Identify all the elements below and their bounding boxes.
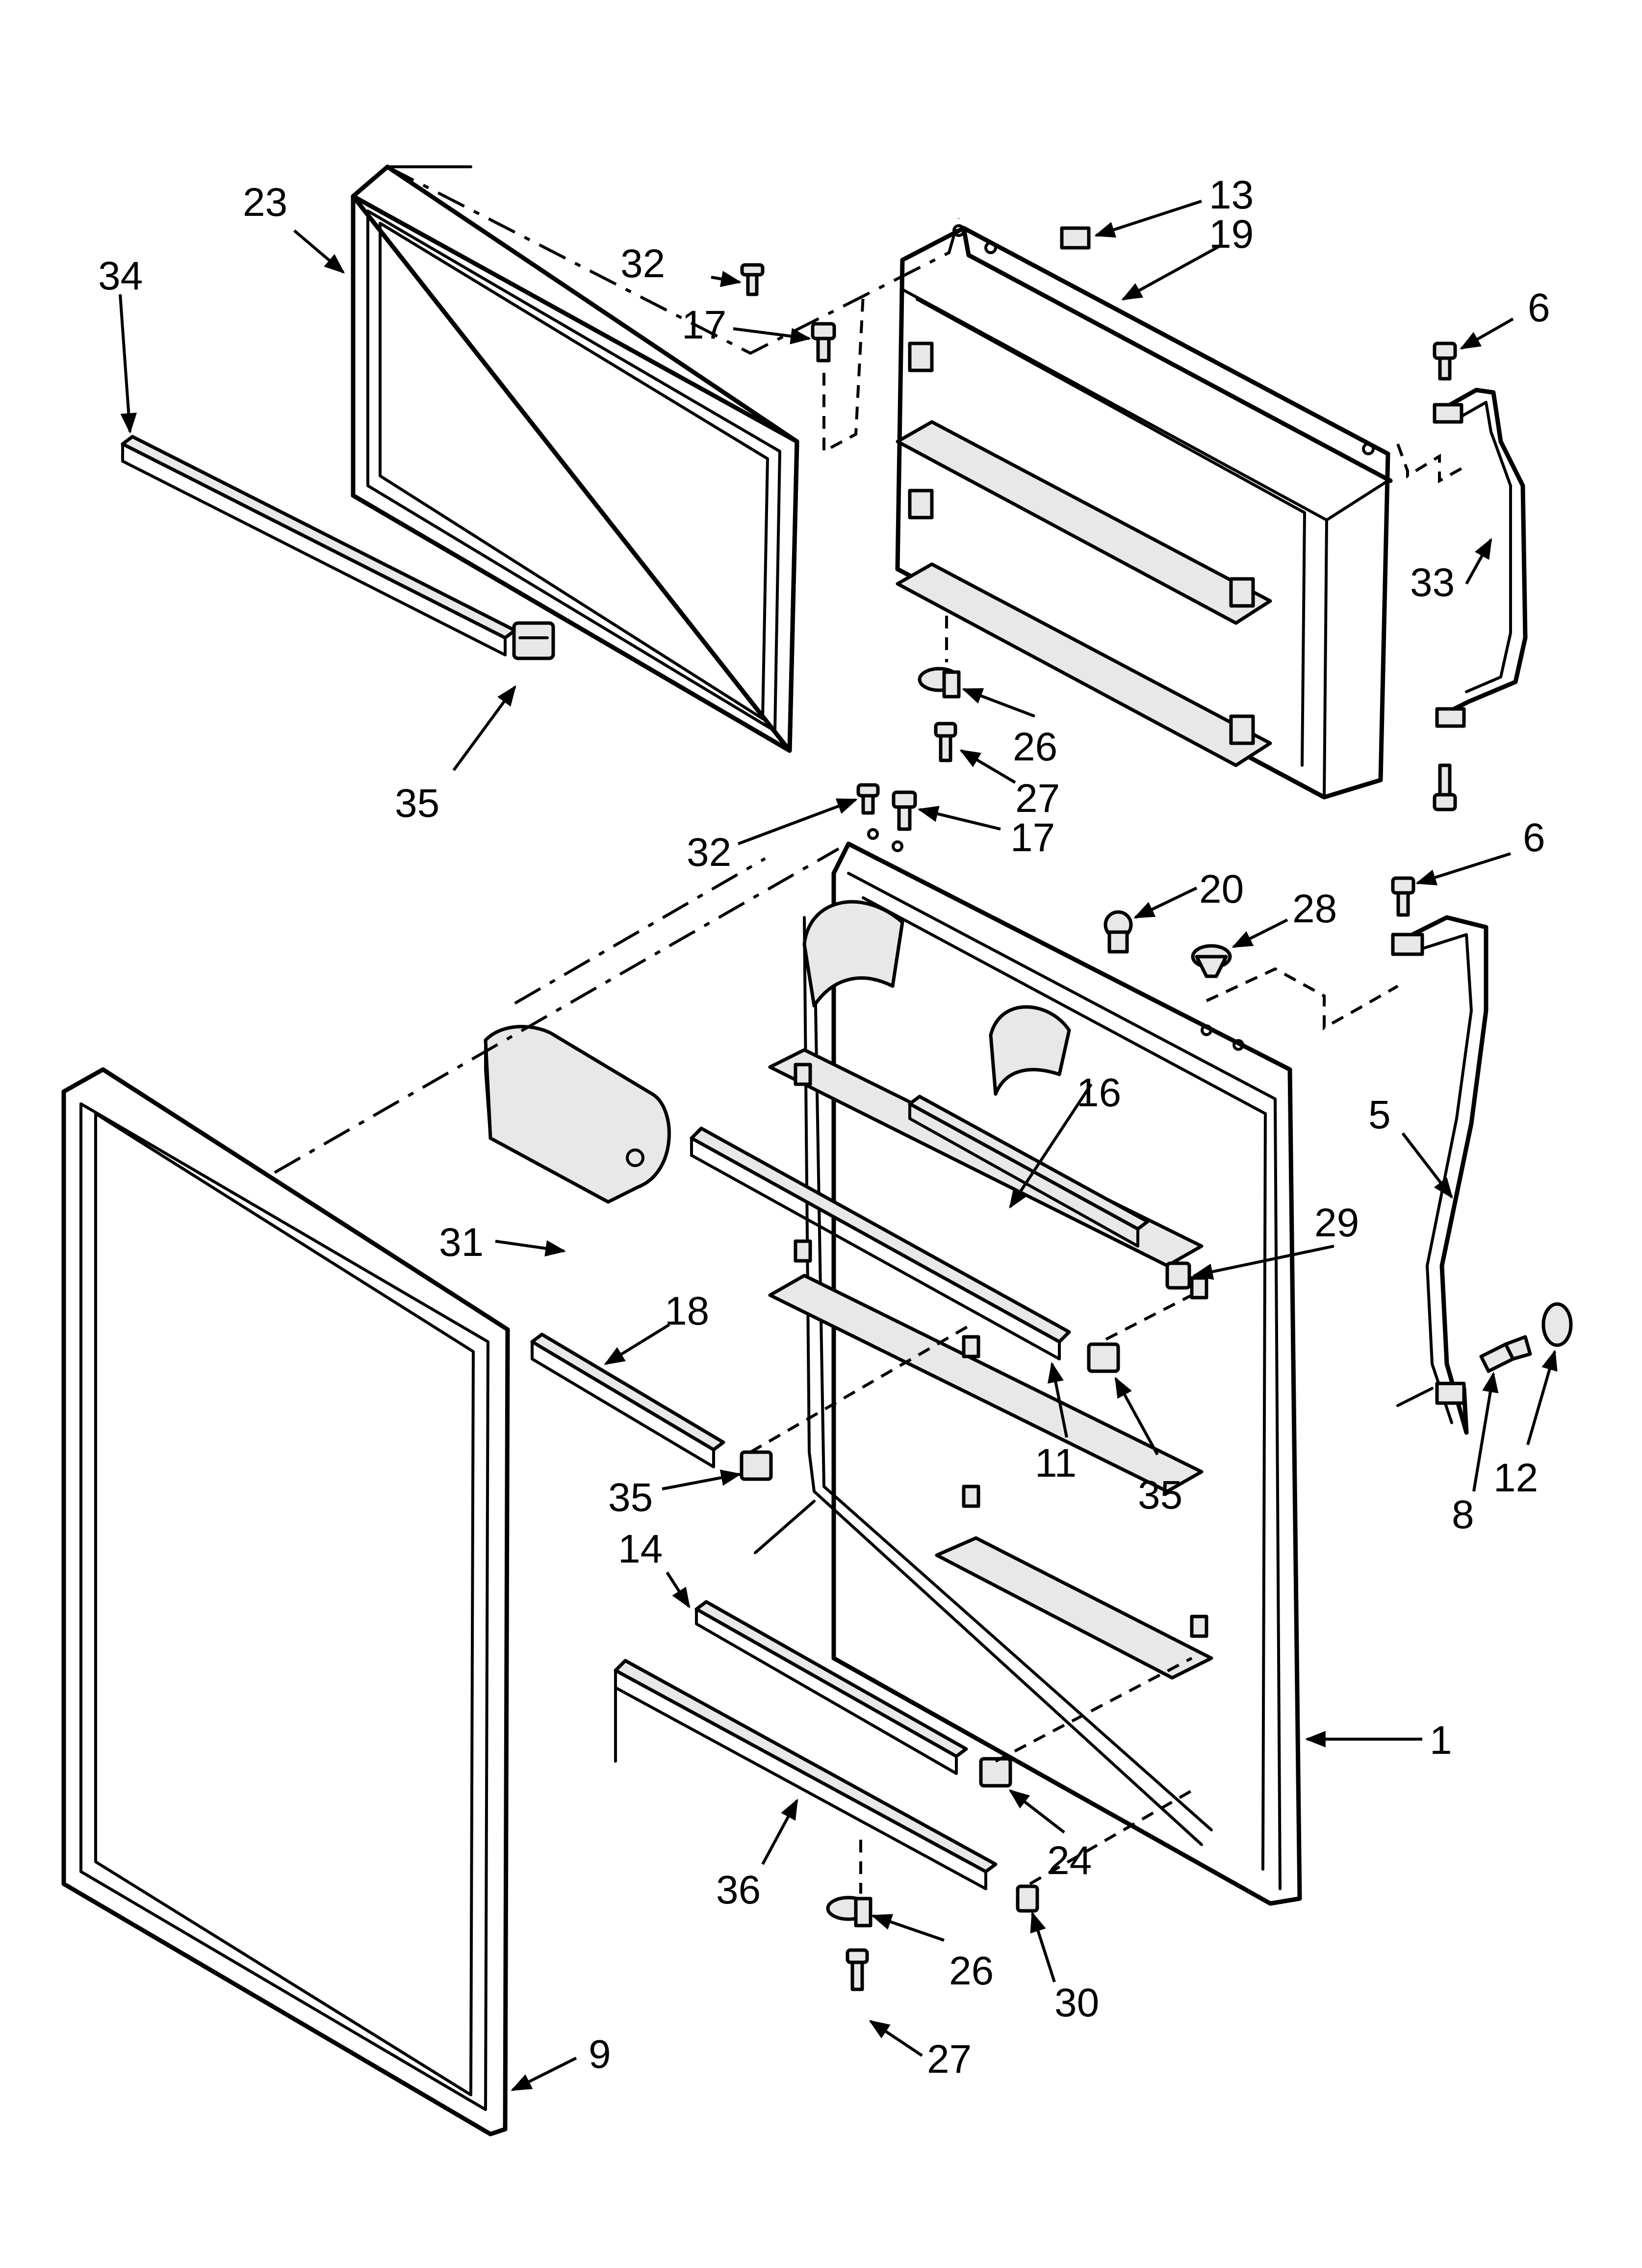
callout-32-mid: 32: [687, 830, 731, 875]
handle-screw-8: [1479, 1335, 1532, 1373]
dairy-compartment: [484, 1025, 671, 1204]
callout-12: 12: [1493, 1456, 1538, 1500]
shelf-end-clip-29: [1165, 1261, 1191, 1290]
handle-mount-screw-top: [1391, 876, 1415, 917]
callout-27-bottom: 27: [927, 2037, 972, 2082]
callout-leaders: [119, 200, 1558, 2091]
bottom-hinge-screw: [846, 1948, 869, 1991]
fresh-food-door-gasket: [61, 1067, 510, 2137]
callout-32-top: 32: [620, 241, 665, 286]
door-shelf-trim-top: [908, 1095, 1150, 1248]
fresh-food-door-liner: [768, 828, 1302, 1906]
freezer-label: [1060, 226, 1091, 250]
callout-17-mid: 17: [1010, 815, 1055, 860]
shelf-clip-right: [1087, 1342, 1120, 1373]
callout-16: 16: [1077, 1070, 1121, 1115]
freezer-door-liner: [895, 224, 1393, 800]
plug-20: [1103, 910, 1133, 954]
callout-23: 23: [243, 180, 287, 225]
shelf-clip-freezer: [512, 621, 555, 660]
handle-cap-12: [1541, 1302, 1573, 1347]
callout-35-freezer: 35: [395, 781, 439, 826]
freezer-door-handle: [1433, 388, 1528, 728]
callout-6-mid: 6: [1523, 815, 1545, 860]
callout-29: 29: [1314, 1200, 1359, 1245]
freezer-bottom-hinge: [918, 667, 961, 699]
fresh-food-screw-top: [892, 790, 917, 831]
callout-26-top: 26: [1013, 725, 1057, 769]
callout-9: 9: [589, 2032, 611, 2077]
handle-screw-top: [1433, 341, 1457, 381]
handle-screw-bottom: [1433, 763, 1457, 811]
freezer-screw-top: [811, 322, 836, 363]
freezer-assembly-lines: [386, 165, 1462, 662]
callout-35-left: 35: [608, 1475, 653, 1520]
callout-19: 19: [1209, 212, 1254, 257]
callout-18: 18: [665, 1289, 709, 1333]
freezer-shelf-trim: [121, 435, 517, 656]
freezer-bottom-screw: [934, 722, 957, 762]
shelf-end-clip-30: [1016, 1884, 1039, 1913]
callout-35-right: 35: [1138, 1473, 1182, 1517]
callout-20: 20: [1199, 867, 1244, 912]
door-shelf-trim-long: [690, 1126, 1071, 1360]
callout-26-bottom: 26: [949, 1949, 994, 1993]
callout-labels: 1 5 6 6 8 9 11 12 13 14 16 17 17 18 19 2…: [98, 173, 1550, 2082]
door-shelf-trim-lower: [694, 1600, 968, 1775]
callout-27-top: 27: [1015, 776, 1060, 821]
door-shelf-trim-middle: [530, 1332, 725, 1468]
callout-17-top: 17: [682, 303, 726, 347]
freezer-door-gasket: [351, 164, 799, 753]
callout-13: 13: [1209, 173, 1254, 217]
callout-1: 1: [1430, 1718, 1452, 1763]
fresh-food-hinge-pin: [856, 783, 880, 815]
callout-14: 14: [618, 1527, 663, 1571]
callout-36: 36: [716, 1868, 761, 1912]
shelf-clip-left: [740, 1450, 773, 1481]
callout-31: 31: [439, 1220, 484, 1265]
callout-28: 28: [1292, 886, 1337, 931]
callout-34: 34: [98, 254, 143, 298]
callout-24: 24: [1047, 1838, 1092, 1883]
shelf-clip-24: [979, 1757, 1012, 1788]
fresh-food-door-handle: [1391, 915, 1488, 1435]
callout-5: 5: [1368, 1093, 1391, 1137]
callout-30: 30: [1054, 1981, 1099, 2025]
plug-28: [1191, 944, 1232, 978]
callout-8: 8: [1452, 1492, 1474, 1537]
callout-6-top: 6: [1528, 286, 1550, 330]
fresh-food-assembly-lines: [274, 847, 1434, 1894]
bottom-hinge: [826, 1896, 872, 1928]
door-shelf-trim-bottom: [614, 1659, 998, 1890]
callout-33: 33: [1410, 560, 1455, 605]
callout-11: 11: [1035, 1441, 1077, 1486]
freezer-hinge-pin-top: [740, 263, 765, 296]
